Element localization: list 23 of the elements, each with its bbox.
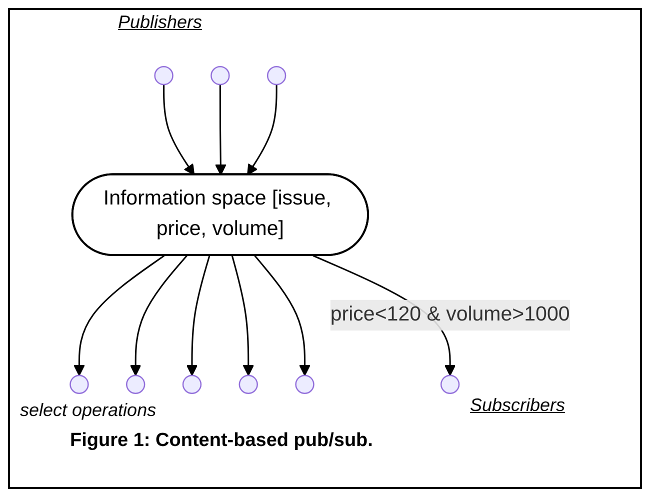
arrow	[215, 84, 226, 176]
circle-node	[266, 66, 286, 86]
oval-node: Information space [issue, price, volume]	[71, 173, 369, 256]
circle-node	[440, 374, 460, 394]
arrow	[186, 255, 210, 376]
circle-node	[210, 66, 230, 86]
circle-node	[182, 374, 202, 394]
circle-node	[70, 374, 89, 394]
arrow	[130, 255, 188, 376]
arrow	[163, 84, 195, 176]
figure-caption: Figure 1: Content-based pub/sub.	[70, 430, 373, 452]
group-heading: Publishers	[118, 12, 202, 33]
circle-node	[238, 374, 258, 394]
arrow	[247, 84, 278, 176]
arrow	[231, 255, 254, 376]
edge-label: price<120 & volume>1000	[330, 300, 570, 331]
group-heading: Subscribers	[470, 395, 566, 416]
circle-node	[126, 374, 146, 394]
arrow	[74, 255, 165, 376]
annotation: select operations	[20, 400, 156, 421]
arrow	[254, 255, 310, 376]
circle-node	[295, 374, 314, 394]
circle-node	[154, 66, 174, 86]
